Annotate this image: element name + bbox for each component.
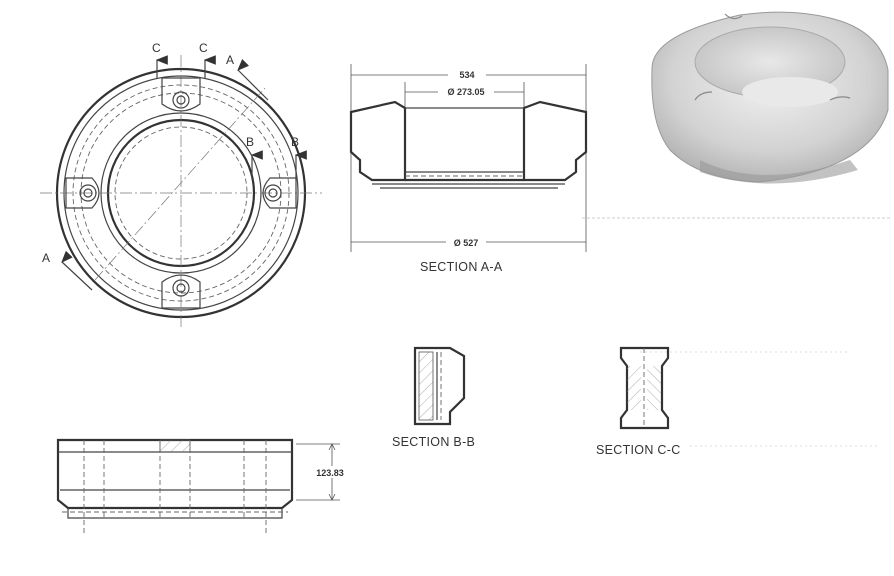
lug-right: [262, 177, 297, 209]
dim-527: Ø 527: [454, 238, 479, 248]
section-marker-a-bottom: A: [42, 251, 50, 265]
section-b-b-caption: SECTION B-B: [392, 435, 475, 449]
section-b-b-view: SECTION B-B: [392, 346, 475, 449]
dim-534: 534: [459, 70, 474, 80]
section-marker-c-right: C: [199, 41, 208, 55]
section-c-c-view: SECTION C-C: [596, 346, 681, 457]
section-a-a-view: 534 Ø 273.05 Ø 527 SECTION A-A: [349, 64, 588, 274]
section-a-a-caption: SECTION A-A: [420, 260, 503, 274]
lug-top: [161, 77, 201, 112]
section-marker-a-top: A: [226, 53, 234, 67]
top-view: C C A A B B: [40, 41, 322, 330]
section-marker-b-left: B: [246, 135, 254, 149]
section-marker-c-left: C: [152, 41, 161, 55]
dim-273-05: Ø 273.05: [447, 87, 484, 97]
lug-bottom: [161, 274, 201, 309]
isometric-view: [651, 11, 889, 184]
dim-123-83: 123.83: [316, 468, 344, 478]
lug-left: [65, 177, 100, 209]
section-c-c-caption: SECTION C-C: [596, 443, 681, 457]
section-marker-b-right: B: [291, 135, 299, 149]
side-view: 123.83: [56, 438, 348, 534]
